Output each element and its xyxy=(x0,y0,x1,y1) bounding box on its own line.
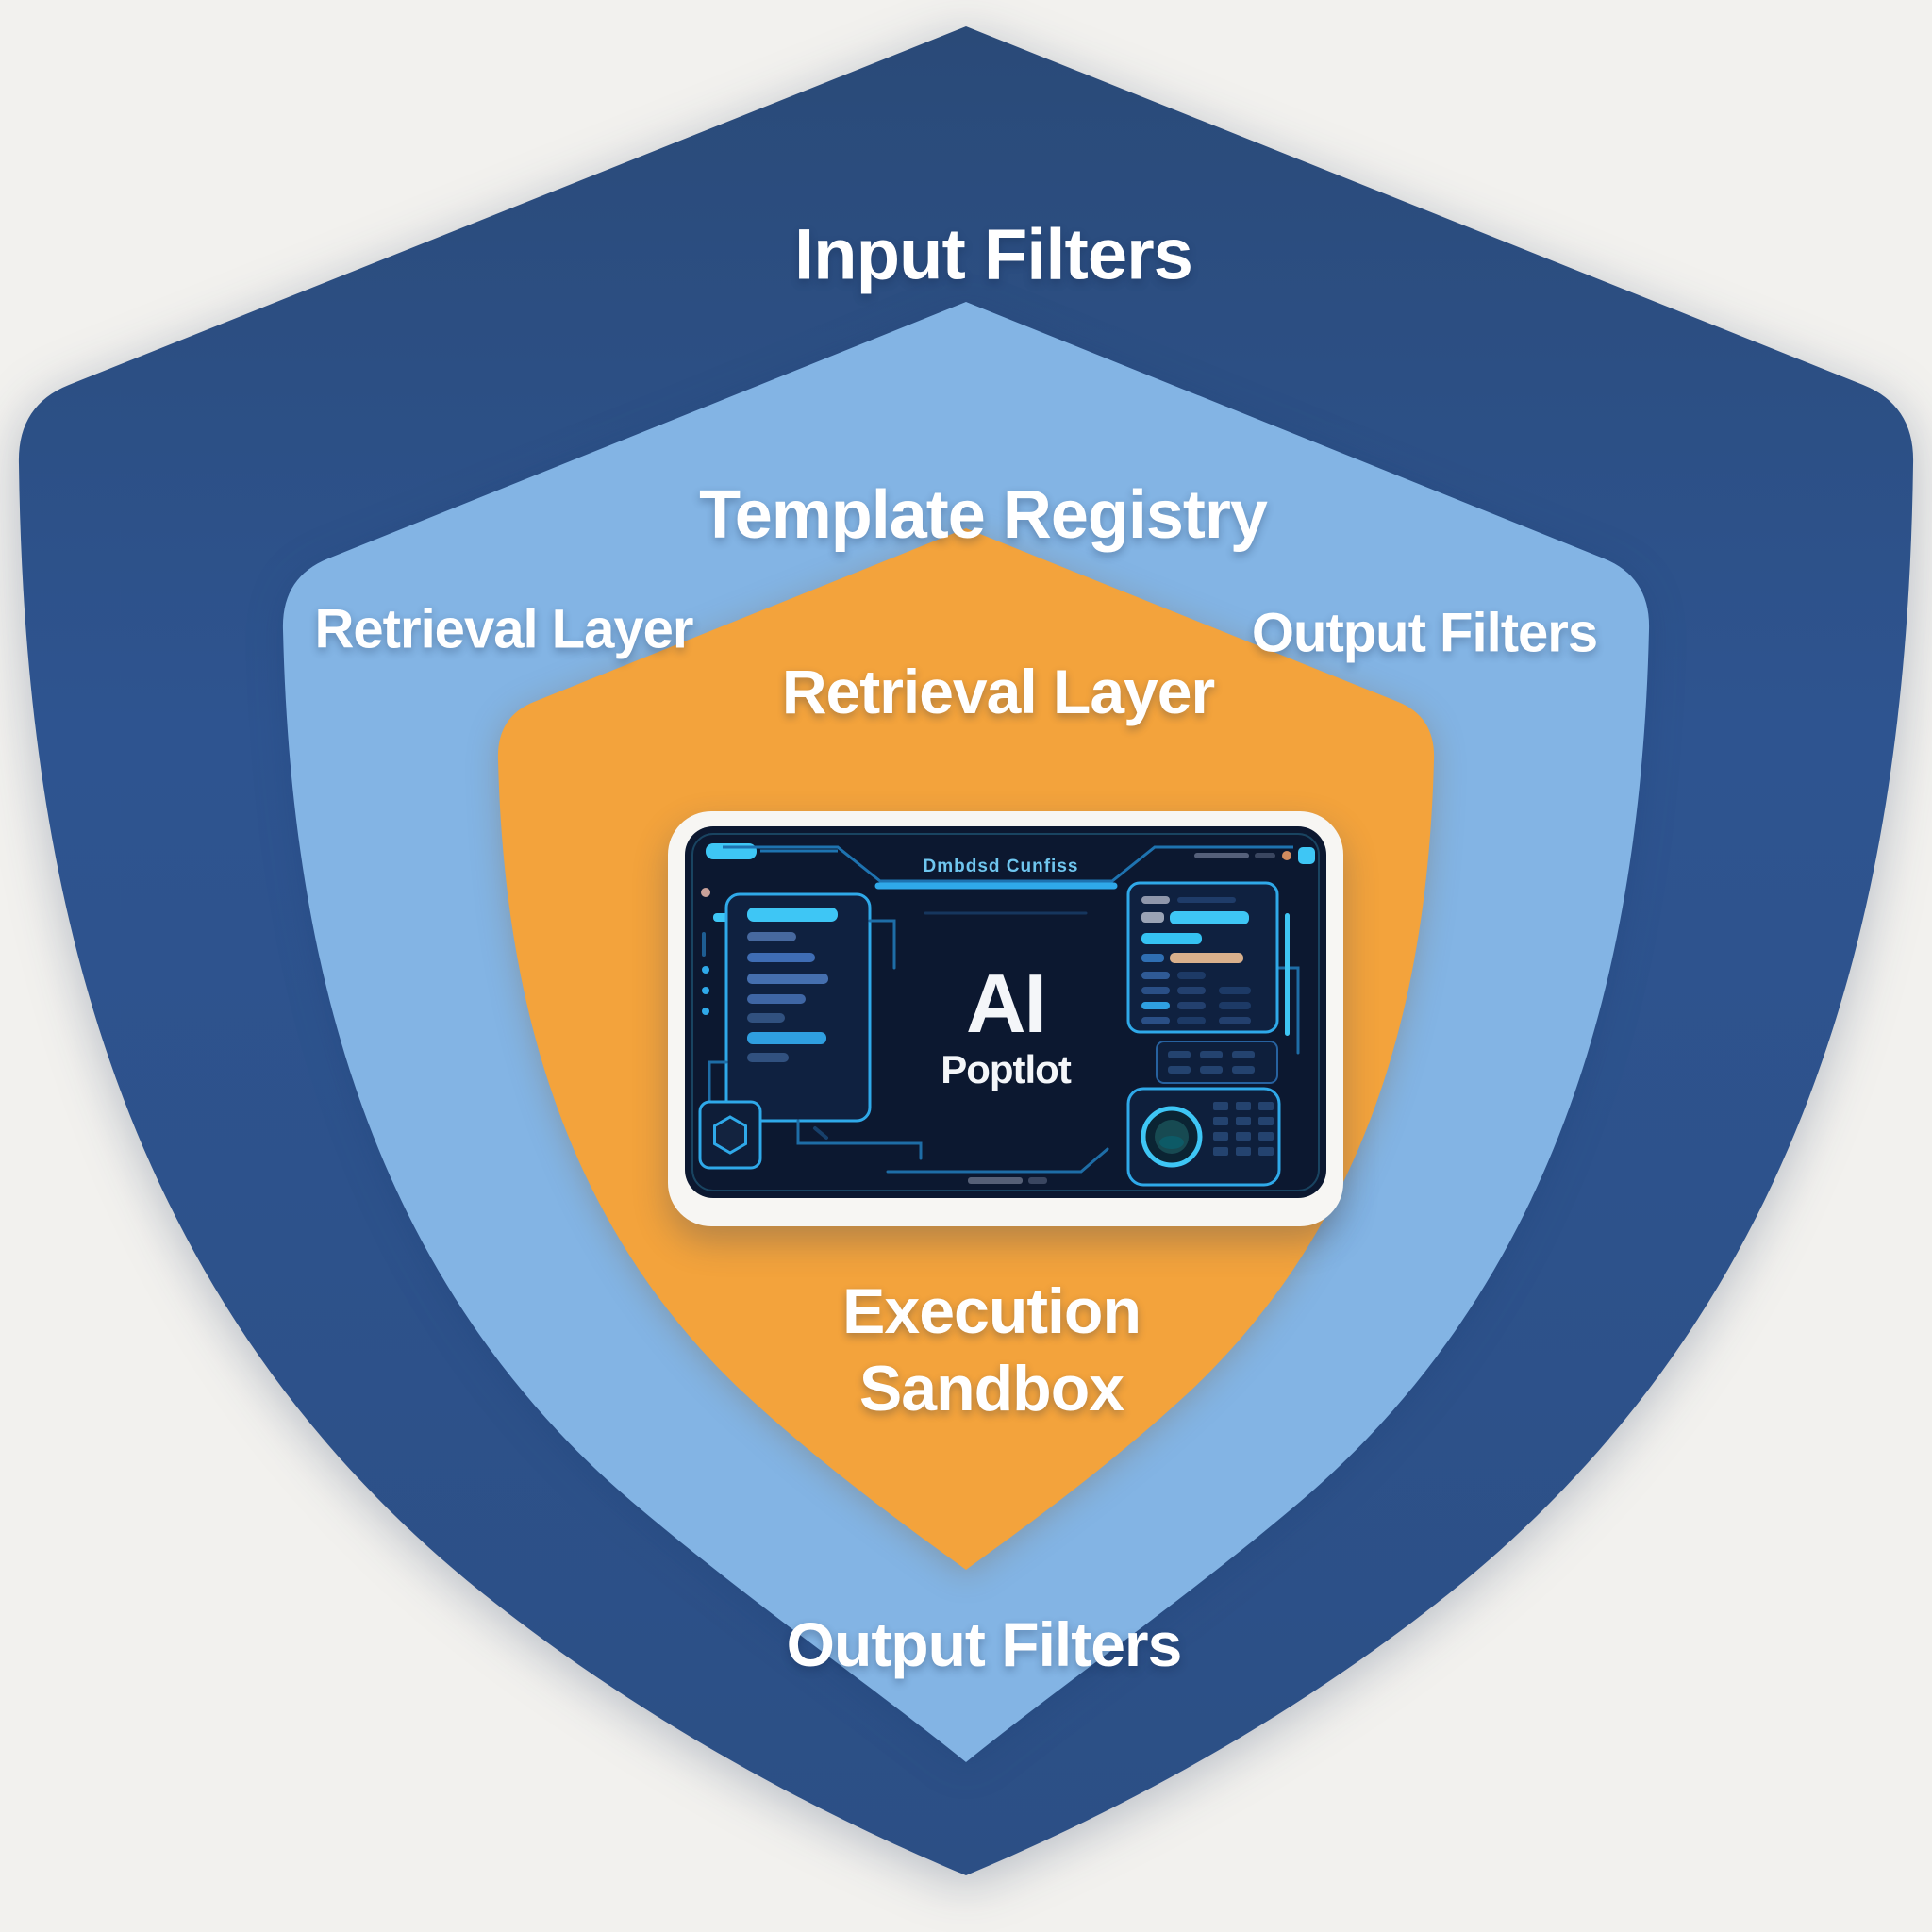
list-pill xyxy=(1177,1017,1206,1024)
code-bar xyxy=(747,953,815,962)
output-filters-outer-label: Output Filters xyxy=(1251,602,1598,664)
list-pill xyxy=(1141,987,1170,994)
dial-keypad-panel xyxy=(1126,1087,1281,1187)
header-square-icon xyxy=(1298,847,1315,864)
bottom-dash xyxy=(968,1177,1023,1184)
keypad-icon[interactable] xyxy=(1213,1102,1274,1156)
ai-copilot-device: Dmbdsd Cunfiss xyxy=(668,811,1343,1226)
output-filters-bottom-label: Output Filters xyxy=(786,1609,1183,1679)
circuit-trace xyxy=(886,1147,1109,1174)
grid-pill xyxy=(1232,1051,1255,1058)
margin-dot xyxy=(702,966,709,974)
bottom-dashes xyxy=(968,1177,1047,1184)
code-bar xyxy=(747,1053,789,1062)
list-bar xyxy=(1141,912,1164,923)
list-pill xyxy=(1141,972,1170,979)
list-pill xyxy=(1177,972,1206,979)
retrieval-layer-inner-label: Retrieval Layer xyxy=(781,657,1215,726)
status-dot-icon xyxy=(1282,851,1291,860)
code-bar xyxy=(747,1013,785,1023)
grid-pill xyxy=(1200,1066,1223,1074)
header-notch-outline xyxy=(723,845,1293,883)
grid-pill xyxy=(1168,1051,1191,1058)
code-panel-left xyxy=(724,892,872,1123)
hexagon-badge xyxy=(698,1100,762,1170)
bottom-dash xyxy=(1028,1177,1047,1184)
margin-dot-pink xyxy=(701,888,710,897)
ai-wordmark: AI Poptlot xyxy=(941,957,1073,1091)
code-bar xyxy=(747,994,806,1004)
ai-subtitle-text: Poptlot xyxy=(941,1047,1072,1091)
list-bar xyxy=(1177,897,1236,903)
list-bar xyxy=(1170,911,1249,924)
device-screen-graphics: Dmbdsd Cunfiss xyxy=(691,833,1320,1191)
list-pill xyxy=(1177,987,1206,994)
list-panel-right xyxy=(1126,881,1290,1036)
device-header: Dmbdsd Cunfiss xyxy=(706,843,1315,890)
code-bar xyxy=(747,908,838,922)
list-pill xyxy=(1141,1017,1170,1024)
input-filters-label: Input Filters xyxy=(794,214,1193,295)
screen-inset-border xyxy=(691,833,1320,1191)
circuit-trace xyxy=(796,1119,923,1160)
list-bar xyxy=(1141,954,1164,962)
grid-panel xyxy=(1156,1041,1278,1084)
list-pill xyxy=(1177,1002,1206,1009)
code-bar xyxy=(747,932,796,941)
list-bar xyxy=(1141,896,1170,904)
list-pill xyxy=(1141,1002,1170,1009)
execution-sandbox-line2: Sandbox xyxy=(858,1353,1124,1424)
dial-shine xyxy=(1159,1136,1184,1149)
device-header-title: Dmbdsd Cunfiss xyxy=(924,857,1079,876)
list-bar xyxy=(1141,933,1202,944)
list-pill xyxy=(1219,1002,1251,1009)
code-bar xyxy=(747,974,828,984)
list-pill xyxy=(1219,1017,1251,1024)
list-pill xyxy=(1219,987,1251,994)
list-bar xyxy=(1170,953,1243,963)
grid-pill xyxy=(1232,1066,1255,1074)
scrollbar[interactable] xyxy=(1285,913,1290,1036)
margin-dot xyxy=(702,987,709,994)
device-screen: Dmbdsd Cunfiss xyxy=(685,826,1326,1198)
code-panel-frame xyxy=(724,892,872,1123)
ai-title-text: AI xyxy=(966,957,1045,1050)
grid-panel-frame xyxy=(1156,1041,1278,1084)
code-bar xyxy=(747,1032,826,1044)
circuit-accent xyxy=(813,1126,828,1140)
grid-pill xyxy=(1200,1051,1223,1058)
circuit-trace xyxy=(868,919,896,970)
grid-pill xyxy=(1168,1066,1191,1074)
execution-sandbox-line1: Execution xyxy=(842,1275,1141,1347)
header-dash-short xyxy=(1255,853,1275,858)
hexagon-icon xyxy=(713,1115,747,1155)
template-registry-label: Template Registry xyxy=(699,477,1268,553)
circuit-trace xyxy=(708,1060,728,1102)
execution-sandbox-label: Execution Sandbox xyxy=(708,1273,1274,1427)
margin-tick xyxy=(702,932,706,957)
retrieval-layer-outer-label: Retrieval Layer xyxy=(314,598,694,660)
margin-dot xyxy=(702,1008,709,1015)
header-dash-long xyxy=(1194,853,1249,858)
